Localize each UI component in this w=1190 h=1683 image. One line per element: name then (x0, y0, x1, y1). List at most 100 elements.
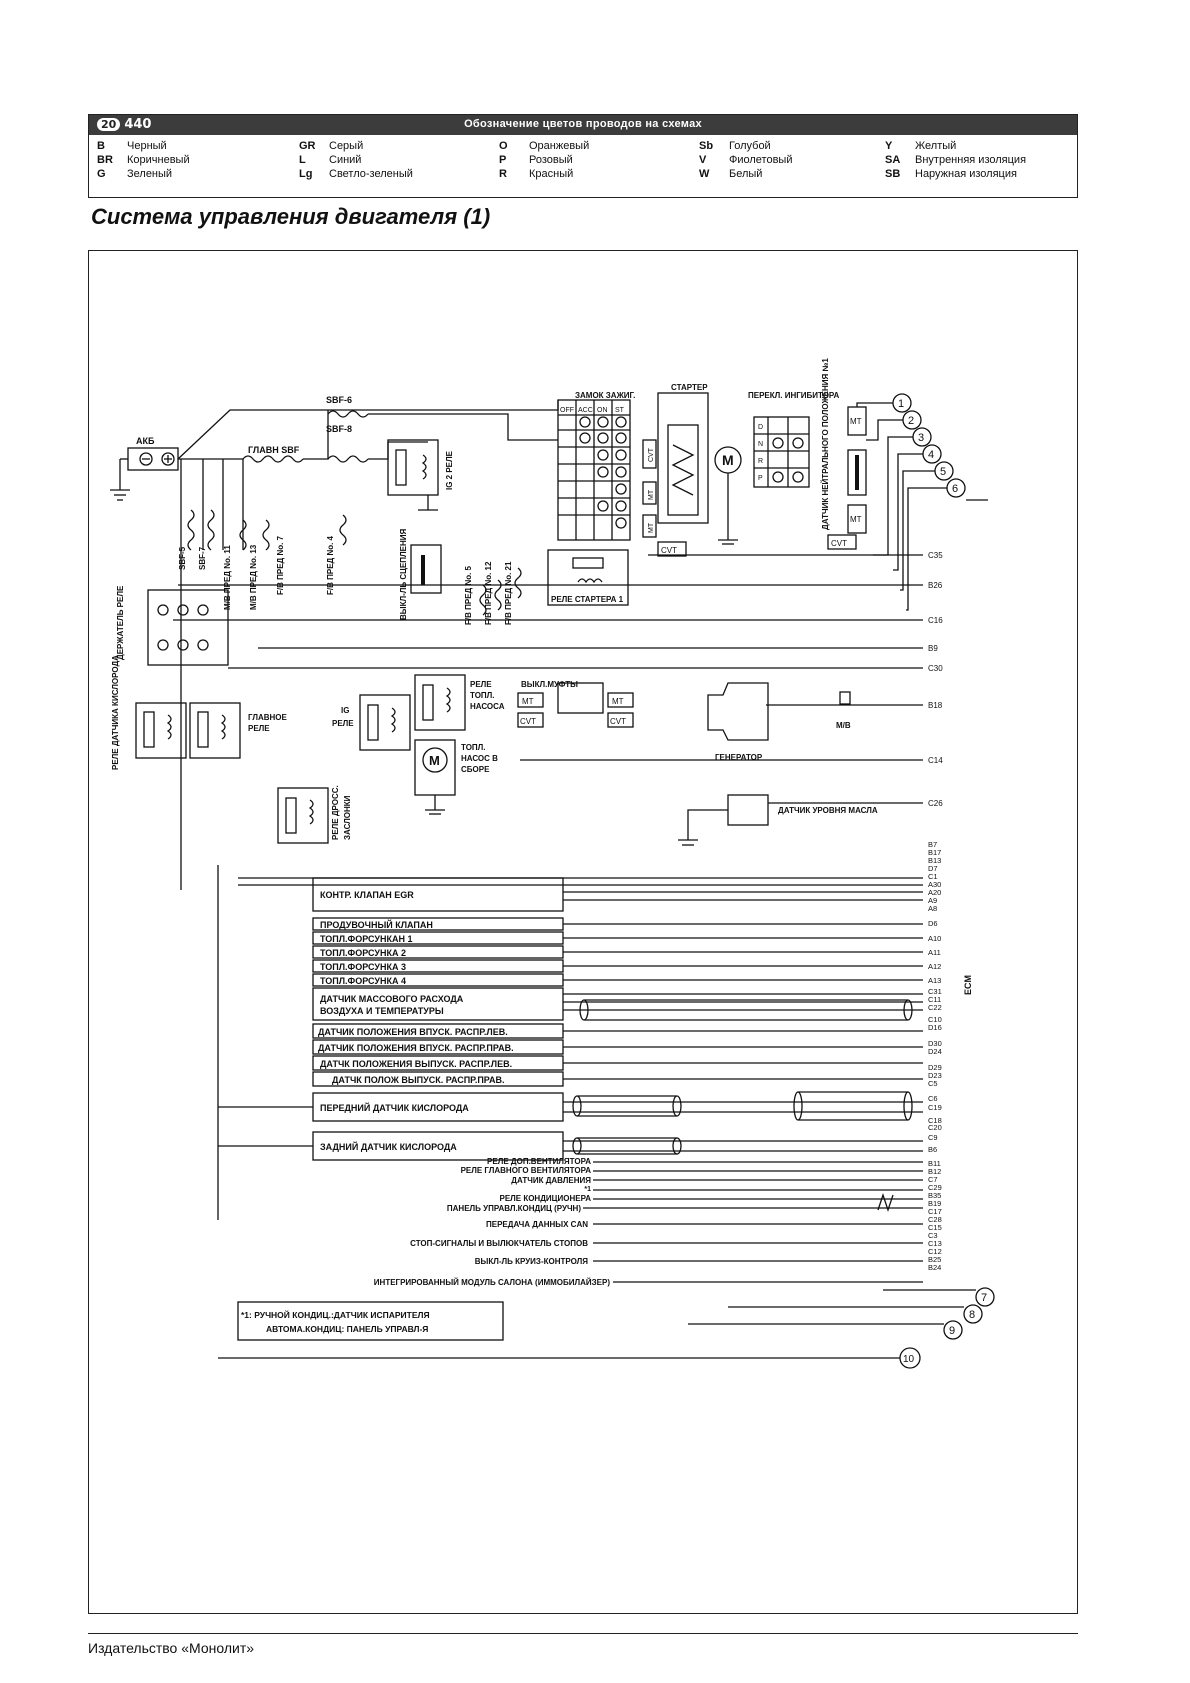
ecm-label: ECM (963, 975, 973, 995)
svg-text:M/B ПРЕД No. 11: M/B ПРЕД No. 11 (223, 545, 232, 610)
ig2-relay: IG 2 РЕЛЕ (387, 439, 454, 511)
svg-text:CVT: CVT (648, 447, 655, 462)
sbf-6-fuse: SBF-6 (326, 395, 369, 418)
svg-text:ТОПЛ.: ТОПЛ. (461, 743, 486, 752)
svg-text:A12: A12 (928, 962, 941, 971)
svg-text:F/B ПРЕД No. 5: F/B ПРЕД No. 5 (464, 565, 473, 625)
throttle-relay: РЕЛЕ ДРОСС. ЗАСЛОНКИ (277, 785, 352, 844)
svg-text:M/B: M/B (836, 721, 851, 730)
generator: ГЕНЕРАТОР M/B (707, 682, 851, 762)
svg-text:КОНТР. КЛАПАН EGR: КОНТР. КЛАПАН EGR (320, 890, 414, 900)
svg-text:ВЫКЛ.МУФТЫ: ВЫКЛ.МУФТЫ (521, 680, 578, 689)
svg-text:C31: C31 (928, 987, 942, 996)
svg-text:B6: B6 (928, 1145, 937, 1154)
svg-text:ТОПЛ.ФОРСУНКА 4: ТОПЛ.ФОРСУНКА 4 (320, 976, 406, 986)
svg-text:C1: C1 (928, 872, 938, 881)
svg-text:MT: MT (850, 515, 862, 524)
svg-text:1: 1 (898, 398, 904, 410)
svg-text:F/B ПРЕД No. 21: F/B ПРЕД No. 21 (504, 561, 513, 625)
svg-text:B12: B12 (928, 1167, 941, 1176)
svg-text:5: 5 (940, 466, 946, 478)
svg-text:РЕЛЕ ДРОСС.: РЕЛЕ ДРОСС. (331, 785, 340, 840)
svg-text:A13: A13 (928, 976, 941, 985)
wiring-diagram: АКБ ГЛАВН SBF SBF-6 SBF-8 SBF-5 SBF-7 M/… (110, 358, 995, 1369)
svg-text:ВЫКЛ-ЛЬ КРУИЗ-КОНТРОЛЯ: ВЫКЛ-ЛЬ КРУИЗ-КОНТРОЛЯ (475, 1257, 589, 1266)
svg-text:B18: B18 (928, 701, 943, 710)
relay-holder: ДЕРЖАТЕЛЬ РЕЛЕ (116, 585, 229, 666)
svg-text:ТОПЛ.ФОРСУНКАН 1: ТОПЛ.ФОРСУНКАН 1 (320, 934, 413, 944)
ecm-signals: РЕЛЕ ДОП.ВЕНТИЛЯТОРА РЕЛЕ ГЛАВНОГО ВЕНТИ… (374, 1157, 923, 1287)
oil-level-sensor: ДАТЧИК УРОВНЯ МАСЛА (678, 794, 878, 846)
starter-relay: РЕЛЕ СТАРТЕРА 1 (547, 549, 629, 606)
svg-text:C19: C19 (928, 1103, 942, 1112)
svg-text:A20: A20 (928, 888, 941, 897)
svg-text:ВОЗДУХА И ТЕМПЕРАТУРЫ: ВОЗДУХА И ТЕМПЕРАТУРЫ (320, 1006, 444, 1016)
svg-text:A11: A11 (928, 948, 941, 957)
svg-text:SBF-5: SBF-5 (178, 546, 187, 570)
svg-text:B24: B24 (928, 1263, 941, 1272)
svg-text:C9: C9 (928, 1133, 938, 1142)
svg-text:C29: C29 (928, 1183, 942, 1192)
svg-text:*1: РУЧНОЙ КОНДИЦ.:ДАТЧИК ИСПА: *1: РУЧНОЙ КОНДИЦ.:ДАТЧИК ИСПАРИТЕЛЯ (241, 1309, 430, 1320)
svg-text:ПРОДУВОЧНЫЙ КЛАПАН: ПРОДУВОЧНЫЙ КЛАПАН (320, 919, 433, 930)
svg-text:НАСОСА: НАСОСА (470, 702, 505, 711)
svg-text:B26: B26 (928, 581, 943, 590)
svg-text:ИНТЕГРИРОВАННЫЙ МОДУЛЬ САЛОНА: ИНТЕГРИРОВАННЫЙ МОДУЛЬ САЛОНА (ИММОБИЛАЙ… (374, 1278, 611, 1287)
footnote-box: *1: РУЧНОЙ КОНДИЦ.:ДАТЧИК ИСПАРИТЕЛЯ АВТ… (237, 1301, 504, 1341)
svg-text:A9: A9 (928, 896, 937, 905)
svg-text:ДАТЧИК ПОЛОЖЕНИЯ ВПУСК. РАСПР.: ДАТЧИК ПОЛОЖЕНИЯ ВПУСК. РАСПР.ЛЕВ. (318, 1027, 508, 1037)
svg-text:C20: C20 (928, 1123, 942, 1132)
svg-text:ПЕРЕКЛ. ИНГИБИТОРА: ПЕРЕКЛ. ИНГИБИТОРА (748, 391, 840, 400)
svg-text:MT: MT (648, 522, 655, 533)
svg-text:C30: C30 (928, 664, 943, 673)
ignition-switch-label: ЗАМОК ЗАЖИГ. (575, 391, 635, 400)
svg-text:ГЕНЕРАТОР: ГЕНЕРАТОР (715, 753, 763, 762)
svg-text:D23: D23 (928, 1071, 942, 1080)
svg-text:РЕЛЕ ГЛАВНОГО ВЕНТИЛЯТОРА: РЕЛЕ ГЛАВНОГО ВЕНТИЛЯТОРА (461, 1166, 592, 1175)
svg-text:ST: ST (615, 407, 625, 414)
svg-text:10: 10 (903, 1354, 915, 1365)
o2-sensor-relay: РЕЛЕ ДАТЧИКА КИСЛОРОДА (111, 655, 187, 770)
svg-text:B11: B11 (928, 1159, 941, 1168)
svg-text:C35: C35 (928, 551, 943, 560)
main-fuse-label: ГЛАВН SBF (248, 445, 300, 455)
sbf-8-fuse: SBF-8 (326, 424, 369, 463)
svg-text:ON: ON (597, 407, 608, 414)
svg-text:ДАТЧИК УРОВНЯ МАСЛА: ДАТЧИК УРОВНЯ МАСЛА (778, 806, 878, 815)
diagram-frame (88, 250, 1078, 1614)
svg-text:ACC: ACC (578, 407, 593, 414)
clutch-unit: ВЫКЛ.МУФТЫ MT CVT MT CVT (517, 680, 634, 728)
svg-text:ДЕРЖАТЕЛЬ РЕЛЕ: ДЕРЖАТЕЛЬ РЕЛЕ (116, 585, 125, 660)
fuel-pump: M ТОПЛ. НАСОС В СБОРЕ (414, 739, 498, 815)
svg-text:P: P (758, 475, 763, 482)
svg-text:CVT: CVT (661, 546, 677, 555)
svg-text:ГЛАВНОЕ: ГЛАВНОЕ (248, 713, 288, 722)
svg-text:C14: C14 (928, 756, 943, 765)
svg-text:ЗАДНИЙ ДАТЧИК КИСЛОРОДА: ЗАДНИЙ ДАТЧИК КИСЛОРОДА (320, 1141, 457, 1152)
top-harness (173, 554, 923, 804)
main-fuse: ГЛАВН SBF (242, 445, 304, 463)
svg-text:РЕЛЕ: РЕЛЕ (470, 680, 492, 689)
svg-text:M/B ПРЕД No. 13: M/B ПРЕД No. 13 (249, 544, 258, 610)
svg-text:D29: D29 (928, 1063, 942, 1072)
svg-text:OFF: OFF (560, 407, 574, 414)
svg-text:B19: B19 (928, 1199, 941, 1208)
svg-text:MT: MT (850, 417, 862, 426)
svg-text:F/B ПРЕД No. 4: F/B ПРЕД No. 4 (326, 535, 335, 595)
svg-text:РЕЛЕ: РЕЛЕ (332, 719, 354, 728)
svg-text:ТОПЛ.ФОРСУНКА 2: ТОПЛ.ФОРСУНКА 2 (320, 948, 406, 958)
svg-text:D6: D6 (928, 919, 938, 928)
connector-markers-top: 1 2 3 4 5 6 (856, 393, 988, 611)
mt-cvt-boxes: CVT MT MT CVT (642, 439, 687, 557)
svg-text:D7: D7 (928, 864, 938, 873)
svg-text:B9: B9 (928, 644, 938, 653)
